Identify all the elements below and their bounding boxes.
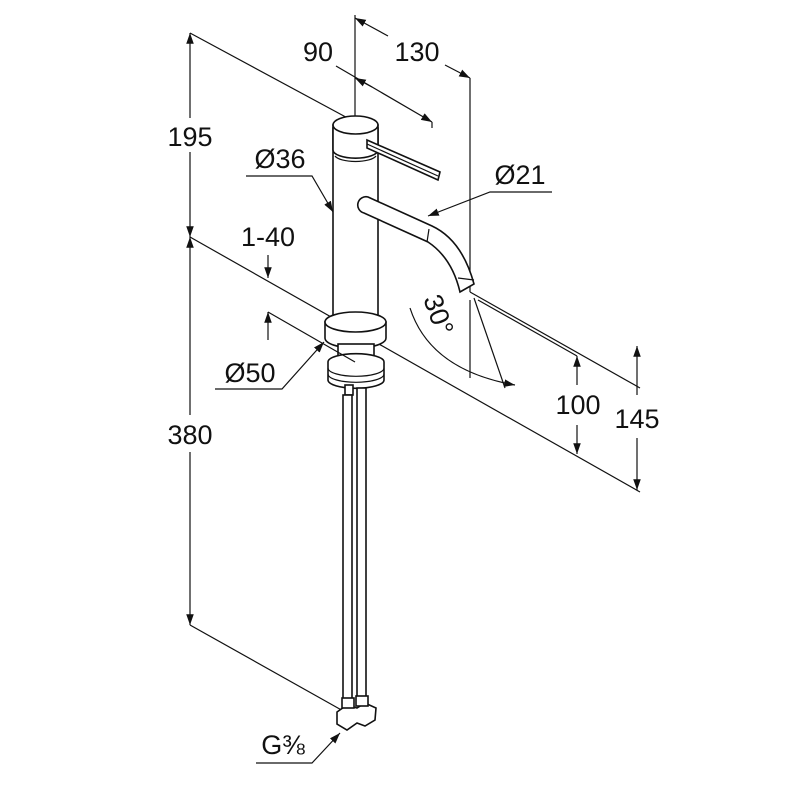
dim-body-diameter: Ø36 <box>246 144 334 213</box>
dim-1-40-label: 1-40 <box>241 222 295 252</box>
dim-130: 130 <box>354 17 471 79</box>
dim-100-label: 100 <box>555 390 600 420</box>
dim-195: 195 <box>167 32 213 237</box>
dim-30-label: 30° <box>417 291 459 340</box>
dim-145-label: 145 <box>614 404 659 434</box>
dim-36-label: Ø36 <box>254 144 305 174</box>
faucet-body <box>324 115 475 731</box>
extension-lines <box>189 15 641 713</box>
dim-90-label: 90 <box>303 37 333 67</box>
dim-145: 145 <box>614 346 660 490</box>
dim-130-label: 130 <box>394 37 439 67</box>
dim-195-label: 195 <box>167 122 212 152</box>
dim-deck-thickness: 1-40 <box>241 222 356 363</box>
dim-g38-label: G⅜ <box>261 730 305 760</box>
dim-100: 100 <box>555 356 601 454</box>
dim-380: 380 <box>167 237 213 625</box>
dim-90: 90 <box>303 37 433 123</box>
dim-spout-diameter: Ø21 <box>427 160 552 217</box>
dim-connection-thread: G⅜ <box>256 730 341 764</box>
dim-50-label: Ø50 <box>224 358 275 388</box>
dim-base-diameter: Ø50 <box>215 341 325 390</box>
dim-21-label: Ø21 <box>494 160 545 190</box>
dim-spout-angle: 30° <box>409 291 516 389</box>
dim-380-label: 380 <box>167 420 212 450</box>
